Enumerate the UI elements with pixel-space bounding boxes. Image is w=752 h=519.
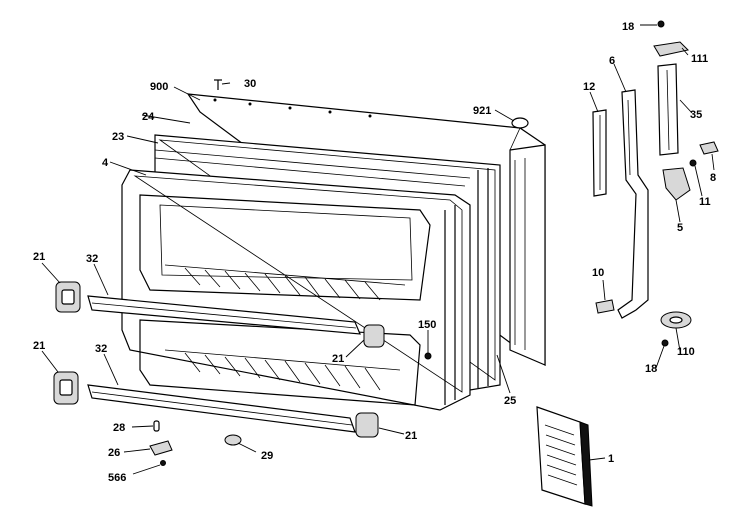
screw-11 <box>689 159 697 167</box>
label-1: 1 <box>608 453 614 465</box>
label-150: 150 <box>418 319 436 331</box>
hinge-bar-12 <box>592 109 607 197</box>
label-30: 30 <box>244 78 256 90</box>
label-10: 10 <box>592 267 604 279</box>
screw-18-bottom <box>661 339 669 347</box>
end-cap-lower-right <box>355 412 379 438</box>
lower-shelf-area <box>139 319 421 406</box>
label-32-upper: 32 <box>86 253 98 265</box>
end-cap-upper-left <box>55 281 81 313</box>
hinge-5 <box>662 167 691 201</box>
spacer-10 <box>595 299 615 314</box>
screw-30 <box>214 79 222 90</box>
label-110: 110 <box>677 346 695 358</box>
label-12: 12 <box>583 81 595 93</box>
label-921: 921 <box>473 105 491 117</box>
label-18-top: 18 <box>622 21 634 33</box>
stud-28 <box>153 420 160 432</box>
shelf-bar-lower <box>87 384 356 433</box>
end-cap-upper-right <box>363 324 385 348</box>
screw-150 <box>424 352 432 360</box>
label-4: 4 <box>102 157 109 169</box>
label-11: 11 <box>699 196 711 208</box>
label-25: 25 <box>504 395 516 407</box>
label-8: 8 <box>710 172 716 184</box>
label-900: 900 <box>150 81 168 93</box>
label-21-upper-left: 21 <box>33 251 45 263</box>
label-28: 28 <box>113 422 125 434</box>
label-32-lower: 32 <box>95 343 107 355</box>
label-566: 566 <box>108 472 126 484</box>
upper-shelf-area <box>139 194 431 301</box>
bracket-111 <box>653 41 690 57</box>
label-111: 111 <box>691 53 708 65</box>
label-29: 29 <box>261 450 273 462</box>
label-35: 35 <box>690 109 702 121</box>
hinge-110 <box>660 311 692 329</box>
label-5: 5 <box>677 222 683 234</box>
label-21-lower-right: 21 <box>405 430 417 442</box>
screw-566 <box>160 460 166 466</box>
bracket-26 <box>149 440 173 456</box>
end-cap-lower-left <box>53 371 79 405</box>
screw-18-top <box>657 20 665 28</box>
plug-921 <box>511 117 529 129</box>
label-21-lower-left: 21 <box>33 340 45 352</box>
label-18-bottom: 18 <box>645 363 657 375</box>
cover-35 <box>657 63 679 156</box>
label-23: 23 <box>112 131 124 143</box>
label-21-upper-right: 21 <box>332 353 344 365</box>
part-labels: 18 111 6 12 35 8 11 5 900 30 921 24 23 4… <box>33 21 716 484</box>
shelf-bar-upper <box>87 295 361 335</box>
clip-8 <box>699 141 719 155</box>
label-24: 24 <box>142 111 155 123</box>
label-26: 26 <box>108 447 120 459</box>
hinge-6 <box>617 89 649 319</box>
label-6: 6 <box>609 55 615 67</box>
leader-lines <box>41 24 715 475</box>
grommet-29 <box>224 434 242 446</box>
instruction-booklet <box>536 406 593 507</box>
